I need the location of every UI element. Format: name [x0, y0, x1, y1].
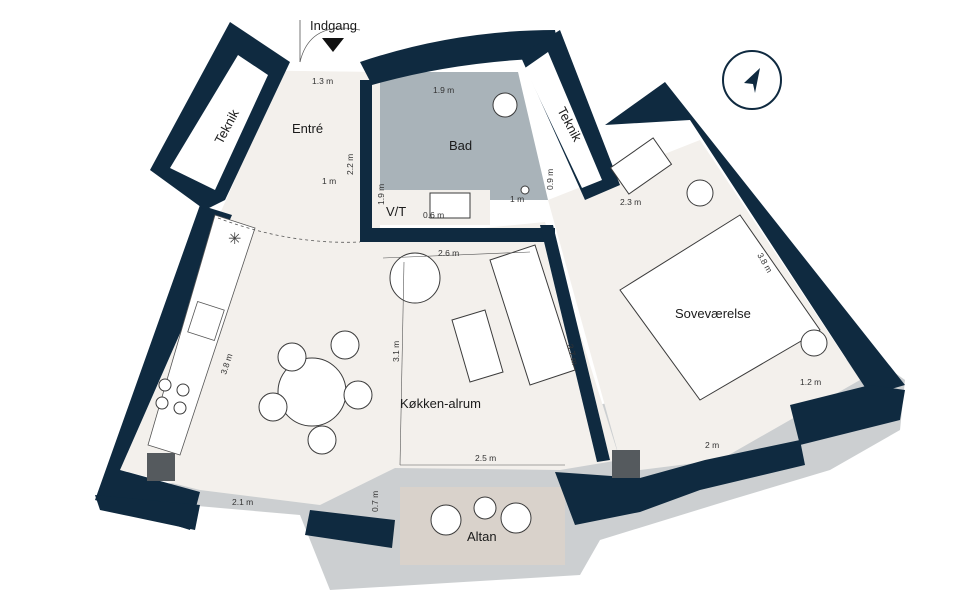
dim-3: 2.2 m [345, 154, 355, 175]
balcony-chair-left [430, 504, 462, 536]
dim-2: 1.9 m [433, 85, 454, 95]
column-left [147, 453, 175, 481]
entre-swing [217, 217, 361, 243]
tech-left-inner [170, 55, 268, 190]
dim-line-kitchen [382, 251, 531, 259]
dim-7: 1.9 m [376, 184, 386, 205]
fan-icon: ✳ [228, 231, 241, 248]
bedside-left [686, 179, 714, 207]
label-indgang: Indgang [310, 18, 357, 33]
armchair [389, 252, 441, 304]
wall-top [360, 30, 560, 85]
wall-bath-left [360, 80, 372, 240]
sofa [489, 244, 576, 386]
label-bedroom: Soveværelse [675, 306, 751, 321]
bedside-right [800, 329, 828, 357]
coffee-table [451, 309, 504, 383]
dim-6: 1 m [510, 194, 524, 204]
column-right [612, 450, 640, 478]
dim-12: 3.1 m [391, 341, 401, 362]
bath-floor [380, 72, 548, 200]
kitchen-living-floor [120, 218, 620, 505]
dim-15: 1.2 m [800, 377, 821, 387]
dim-9: 2.3 m [620, 197, 641, 207]
dining-chairs [258, 330, 373, 455]
label-bad: Bad [449, 138, 472, 153]
dim-4: 1 m [322, 176, 336, 186]
wall-bottom-left [95, 495, 200, 530]
balcony-chair-right [500, 502, 532, 534]
dim-17: 2.5 m [475, 453, 496, 463]
wall-bath-right [540, 225, 610, 462]
dim-5: 0.9 m [545, 169, 555, 190]
label-kitchen-living: Køkken-alrum [400, 396, 481, 411]
wall-bottom-mid [305, 510, 395, 548]
wardrobe [609, 137, 673, 195]
entrance-door [299, 27, 361, 63]
dim-19: 2.1 m [232, 497, 253, 507]
shower-drain [520, 185, 530, 195]
wall-bottom-right [555, 440, 805, 525]
toilet [492, 92, 518, 118]
dim-11: 2.6 m [438, 248, 459, 258]
cooktop [155, 378, 190, 415]
tech-right-inner [525, 52, 602, 188]
dim-line-vertical [399, 261, 405, 466]
dim-8: 0.6 m [423, 210, 444, 220]
dim-1: 1.3 m [312, 76, 333, 86]
label-entre: Entré [292, 121, 323, 136]
wall-right-lower [790, 385, 905, 445]
washbasin [429, 192, 471, 219]
dim-18: 0.7 m [370, 491, 380, 512]
balcony-table [473, 496, 497, 520]
wall-right [605, 82, 905, 395]
bed [619, 214, 821, 401]
sink [187, 300, 225, 342]
wall-bath-bottom [360, 228, 555, 242]
entrance-arrow-icon [322, 38, 344, 52]
north-arrow-icon [744, 68, 760, 93]
label-vt: V/T [386, 204, 406, 219]
dim-16: 2 m [705, 440, 719, 450]
label-altan: Altan [467, 529, 497, 544]
